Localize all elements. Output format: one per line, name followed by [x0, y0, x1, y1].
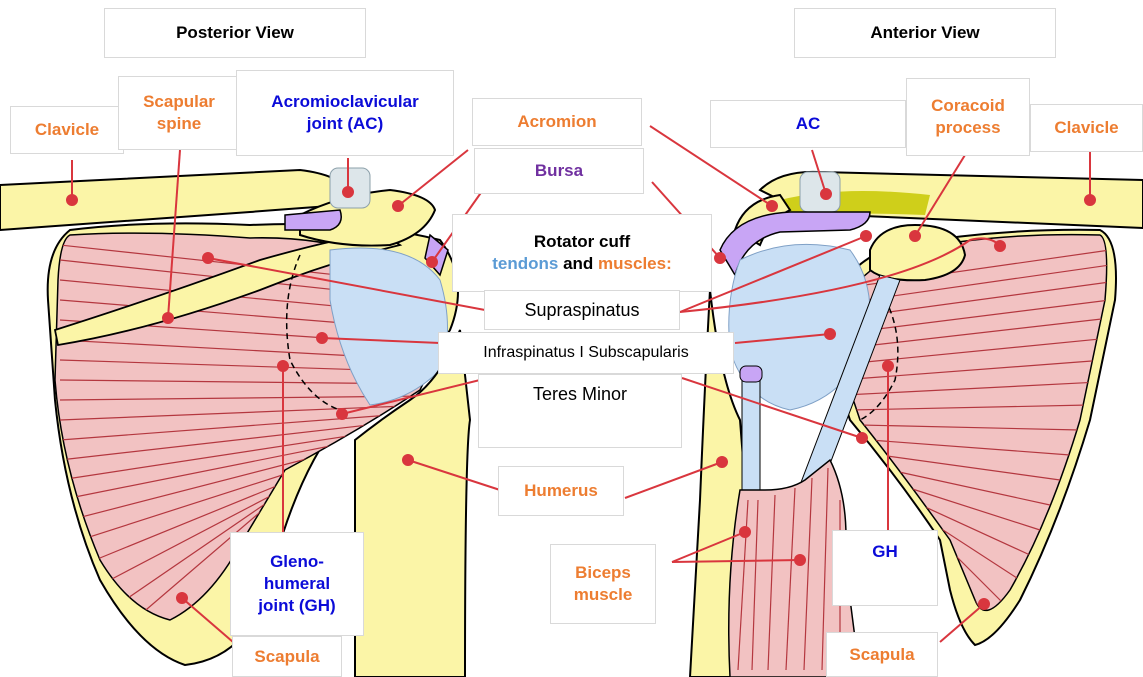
- label-supraspinatus: Supraspinatus: [484, 290, 680, 330]
- label-gh-short: GH: [832, 530, 938, 606]
- pointer-dot: [715, 253, 725, 263]
- pointer-dot: [740, 527, 750, 537]
- pointer-dot: [278, 361, 288, 371]
- label-teres-minor: Teres Minor: [478, 374, 682, 448]
- pointer-dot: [883, 361, 893, 371]
- label-bursa: Bursa: [474, 148, 644, 194]
- pointer-dot: [1085, 195, 1095, 205]
- pointer-dot: [427, 257, 437, 267]
- pointer-dot: [910, 231, 920, 241]
- label-scapula-right: Scapula: [826, 632, 938, 677]
- label-humerus: Humerus: [498, 466, 624, 516]
- label-ac-short: AC: [710, 100, 906, 148]
- label-infraspinatus-subscapularis: Infraspinatus I Subscapularis: [438, 332, 734, 374]
- label-clavicle-right: Clavicle: [1030, 104, 1143, 152]
- pointer-dot: [163, 313, 173, 323]
- pointer-dot: [857, 433, 867, 443]
- label-clavicle-left: Clavicle: [10, 106, 124, 154]
- pointer-dot: [861, 231, 871, 241]
- anterior-view-title: Anterior View: [794, 8, 1056, 58]
- label-rotator-cuff: Rotator cuff tendons and muscles:: [452, 214, 712, 292]
- rotator-cuff-subtitle: tendons and muscles:: [492, 253, 671, 275]
- pointer-dot: [767, 201, 777, 211]
- biceps-tendon-long: [742, 370, 760, 490]
- pointer-dot: [825, 329, 835, 339]
- pointer-dot: [821, 189, 831, 199]
- pointer-dot: [177, 593, 187, 603]
- posterior-view-title: Posterior View: [104, 8, 366, 58]
- pointer-dot: [979, 599, 989, 609]
- bursa-left: [285, 210, 341, 230]
- pointer-dot: [403, 455, 413, 465]
- label-scapula-left: Scapula: [232, 636, 342, 677]
- pointer-dot: [343, 187, 353, 197]
- pointer-dot: [717, 457, 727, 467]
- pointer-dot: [203, 253, 213, 263]
- biceps-tendon-cap: [740, 366, 762, 382]
- pointer-dot: [795, 555, 805, 565]
- pointer-dot: [67, 195, 77, 205]
- pointer-dot: [995, 241, 1005, 251]
- label-acromion: Acromion: [472, 98, 642, 146]
- pointer-dot: [393, 201, 403, 211]
- pointer-dot: [337, 409, 347, 419]
- pointer-dot: [317, 333, 327, 343]
